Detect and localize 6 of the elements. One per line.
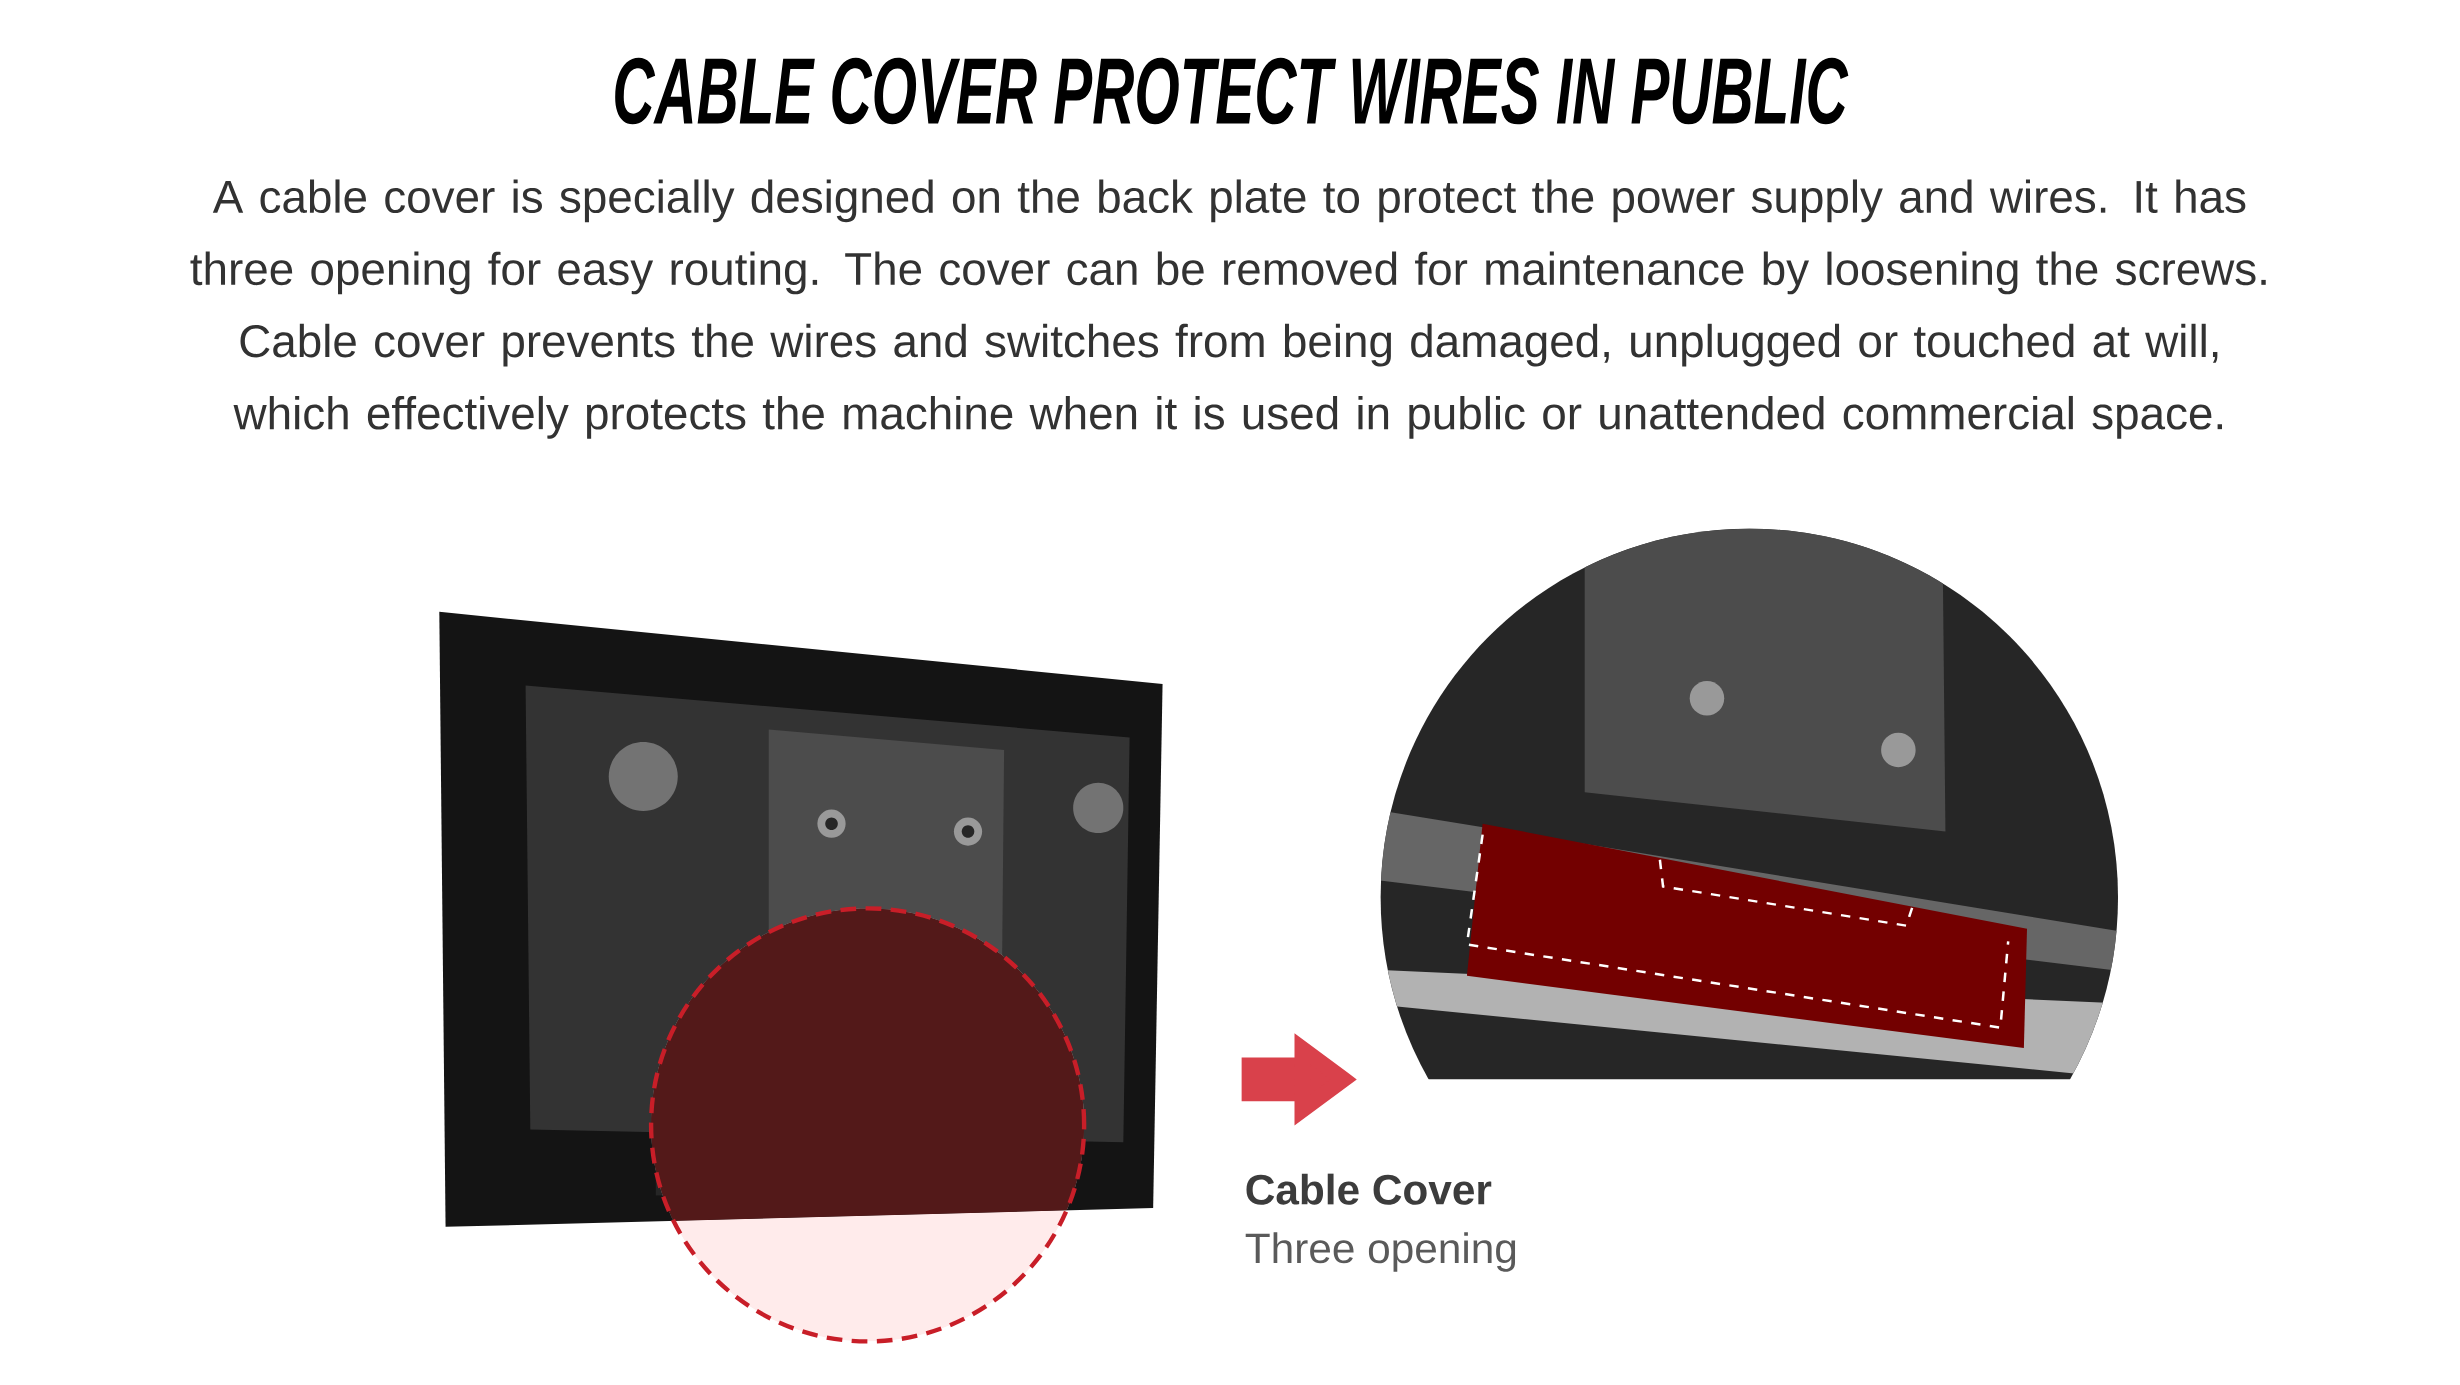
zoom-detail-drawing: [1380, 528, 2118, 1080]
description-paragraph: A cable cover is specially designed on the back plate to protect the power supply and wires. It has three opening for easy routing. The cover can be removed for maintenance by loosening the screws. Cable cover prevents the wires and switches from being damaged, unplugged or touched at will, which effectively protects the machine when it is used in public or unattended commercial space.: [190, 179, 2266, 439]
highlight-circle: [648, 906, 1087, 1344]
title: CABLE COVER PROTECT WIRES IN PUBLIC: [615, 57, 1849, 125]
part-note: Three opening: [1245, 1232, 1516, 1272]
part-name: Cable Cover: [1246, 1173, 1492, 1205]
